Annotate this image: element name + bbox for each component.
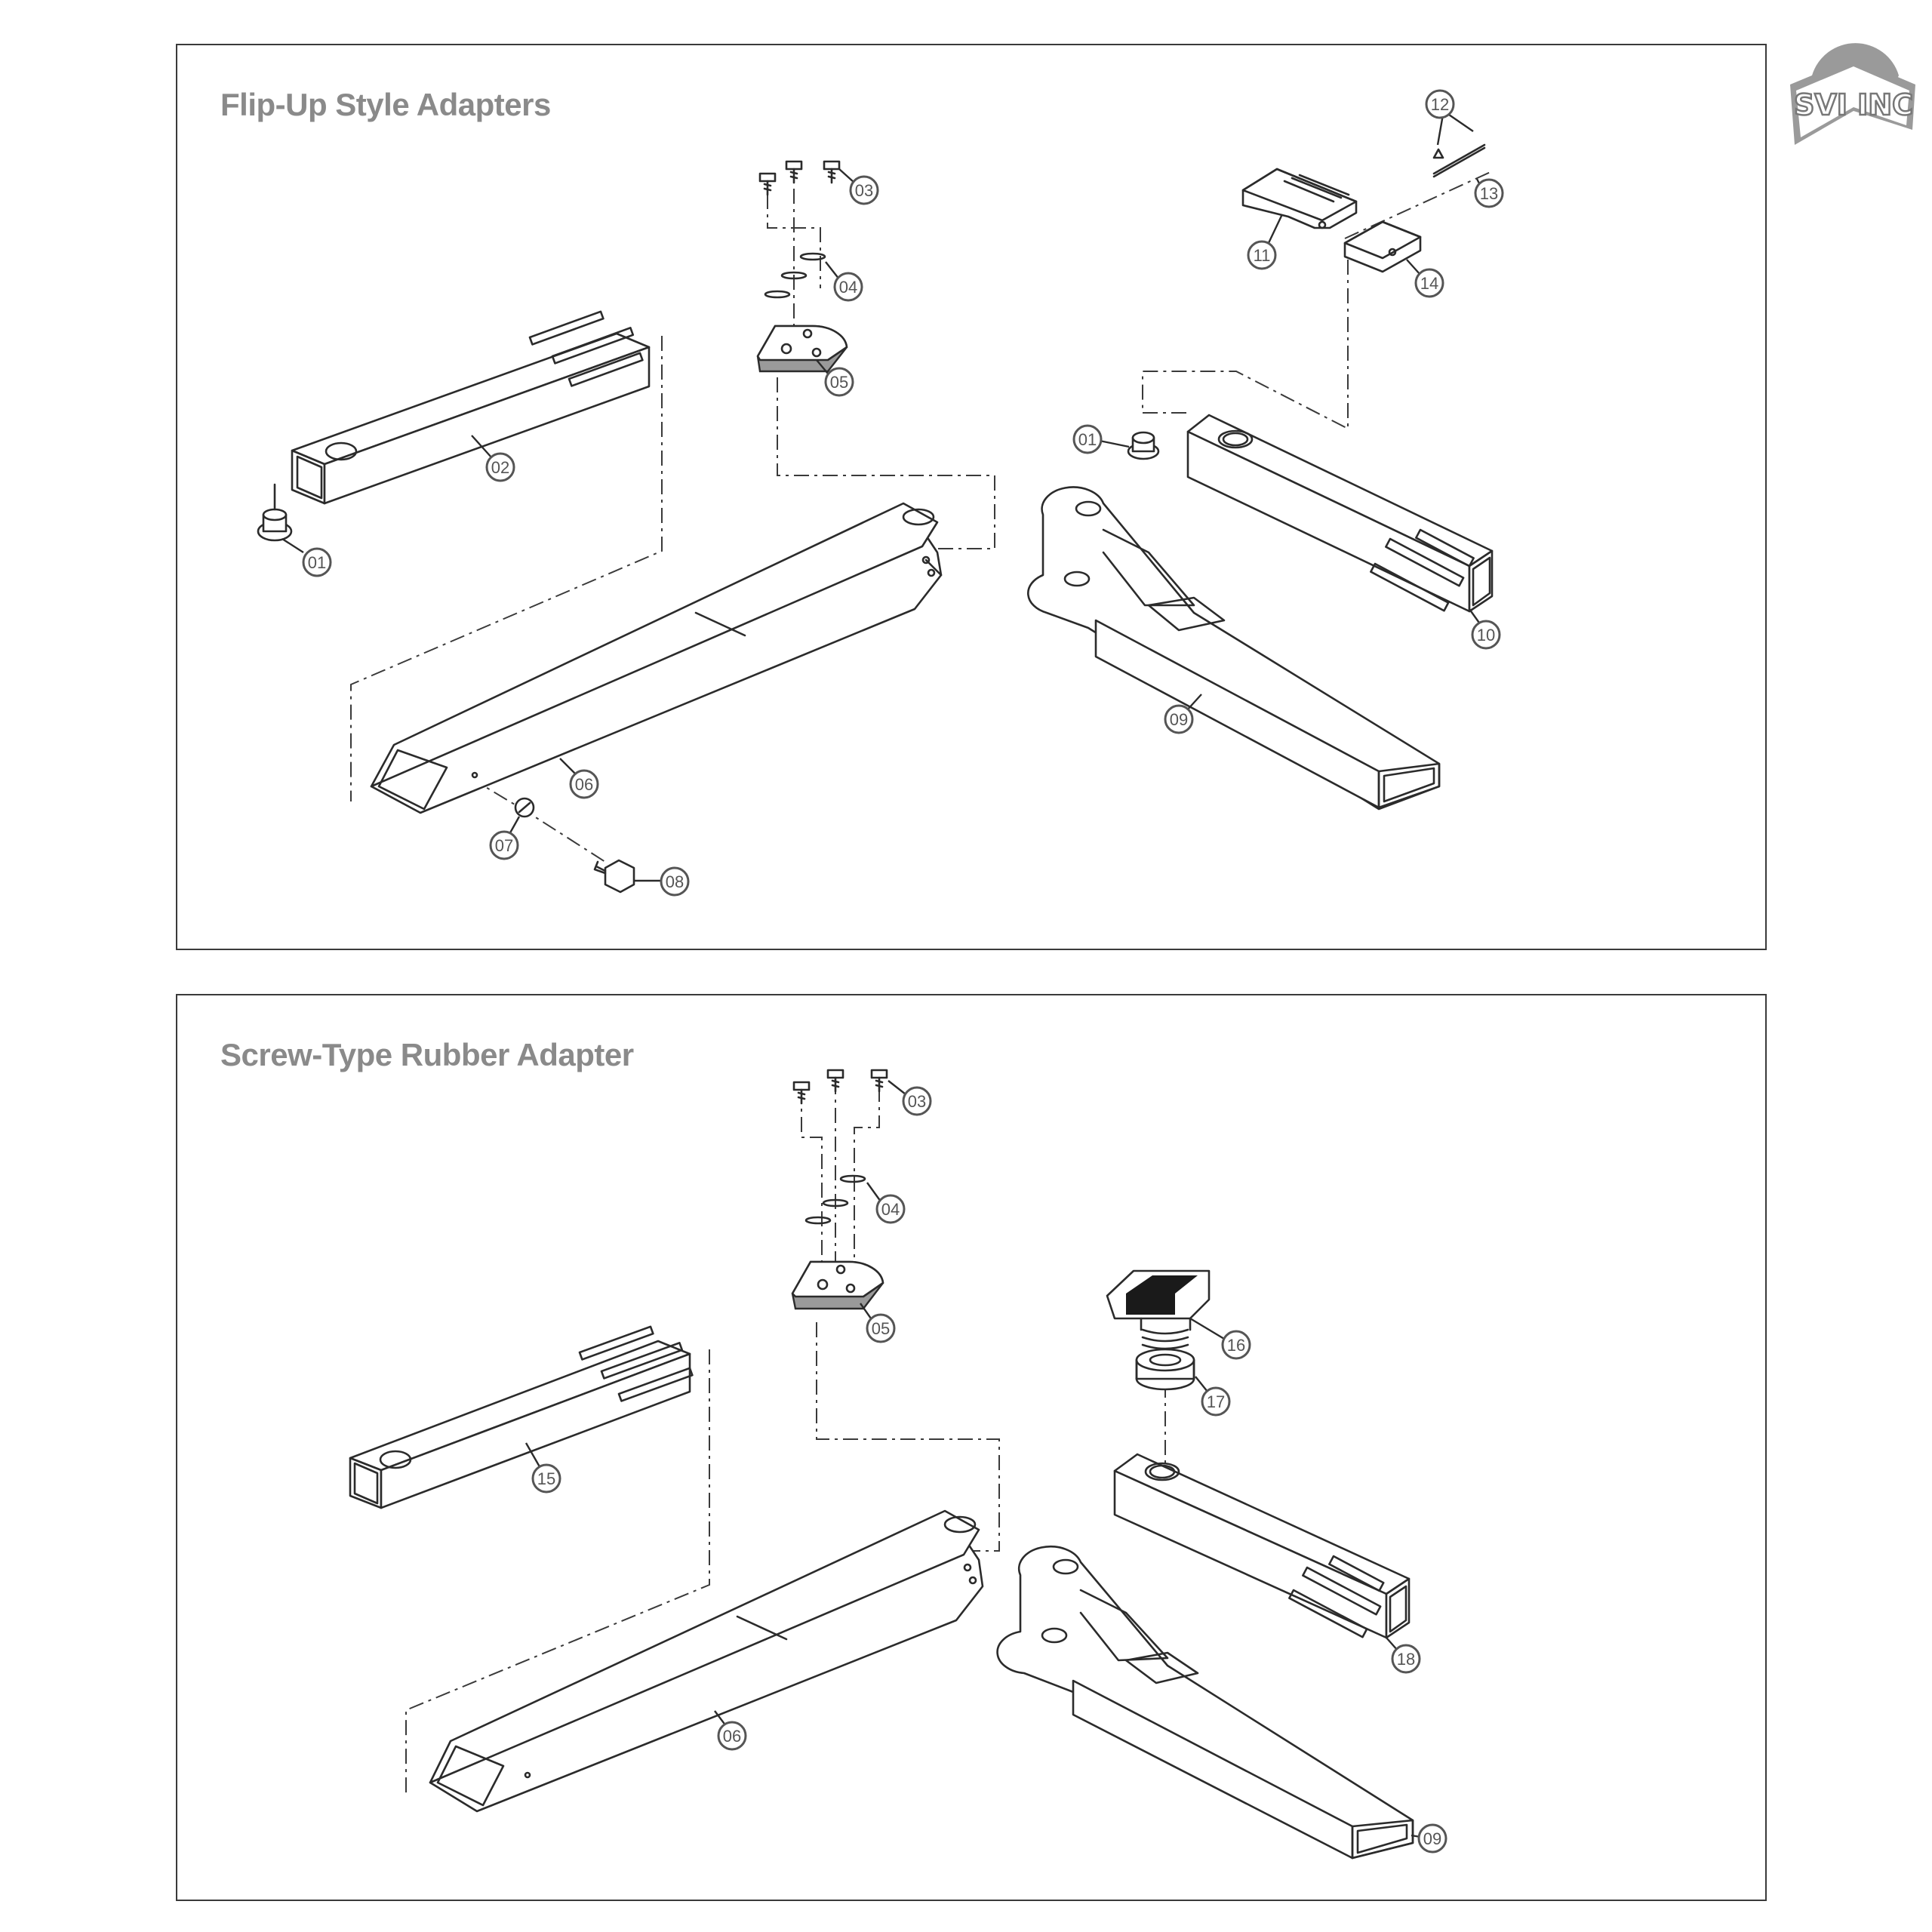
callout-02: 02 [471,435,515,482]
callout-06-top: 06 [559,758,599,799]
svg-text:17: 17 [1207,1392,1225,1411]
svg-text:18: 18 [1397,1650,1415,1669]
svg-text:04: 04 [839,278,857,297]
part-15-slide-tube [349,1325,694,1509]
part-11-bracket [1241,168,1358,229]
callout-11: 11 [1247,214,1284,270]
svg-text:04: 04 [881,1200,900,1219]
svg-text:06: 06 [723,1727,741,1746]
part-16-rubber-pad [1106,1269,1211,1350]
part-04-shims-bottom [804,1174,866,1225]
screw-type-exploded-diagram: 03 04 05 06 09 15 16 17 18 [349,1069,1447,1860]
svg-text:02: 02 [491,458,509,477]
svg-text:07: 07 [495,836,513,855]
part-10-slide-tube [1186,414,1494,613]
callout-12: 12 [1425,89,1474,146]
svg-text:09: 09 [1170,710,1188,729]
svg-text:15: 15 [537,1469,555,1488]
part-02-slide-tube [291,310,651,505]
logo-graphic: SVI INC [1790,43,1915,145]
panel-screw-type: Screw-Type Rubber Adapter [176,994,1767,1901]
svg-text:16: 16 [1227,1336,1245,1355]
part-07-washer [514,797,535,818]
svg-text:09: 09 [1423,1829,1441,1848]
callout-09-top: 09 [1164,694,1202,734]
callout-05-top: 05 [816,359,854,397]
svg-text:08: 08 [666,872,684,891]
callout-10: 10 [1469,608,1501,650]
part-09-arm-bottom [996,1545,1414,1860]
part-03-bolts [758,160,841,196]
svg-text:03: 03 [908,1092,926,1111]
panel-title: Flip-Up Style Adapters [220,87,551,122]
svg-text:10: 10 [1477,626,1495,645]
part-14-clip [1343,220,1422,273]
part-09-arm [1027,486,1441,811]
svg-text:06: 06 [575,775,593,794]
callout-14: 14 [1406,259,1444,298]
callout-08: 08 [634,866,690,897]
callout-03-top: 03 [838,168,879,205]
callout-04-top: 04 [825,261,863,302]
svi-logo: SVI INC [1786,39,1921,152]
part-01-pin-right [1127,431,1160,460]
svg-text:01: 01 [308,553,326,572]
callout-15: 15 [525,1442,561,1494]
part-01-pin [257,483,293,542]
logo-text: SVI INC [1794,88,1913,122]
svg-text:05: 05 [872,1319,890,1338]
part-08-screw [593,859,635,894]
part-12-13-pin [1432,143,1486,178]
panel-flip-up: Flip-Up Style Adapters [176,44,1767,950]
callout-03-bottom: 03 [888,1080,932,1116]
part-18-slide-tube [1113,1453,1411,1639]
part-06-arm [370,502,943,814]
part-05-fan-pad [756,325,848,373]
callout-06-bottom: 06 [714,1710,747,1751]
part-06-arm-bottom [429,1509,984,1813]
callout-04-bottom: 04 [866,1182,906,1224]
flip-up-exploded-diagram: 01 02 03 04 05 06 07 08 09 10 11 12 13 1… [257,89,1504,897]
svg-text:11: 11 [1254,246,1271,265]
svg-text:14: 14 [1420,274,1438,293]
part-05-fan-pad-bottom [791,1260,884,1310]
part-04-shims [764,252,826,299]
callout-18: 18 [1386,1637,1421,1674]
part-17-nut [1135,1348,1195,1391]
part-03-bolts-bottom [792,1069,888,1105]
callout-07: 07 [489,816,521,860]
svg-text:01: 01 [1078,430,1097,449]
svg-text:13: 13 [1480,184,1498,203]
panel-title: Screw-Type Rubber Adapter [220,1037,634,1072]
callout-01-left: 01 [281,537,332,577]
svg-text:05: 05 [830,373,848,392]
svg-text:12: 12 [1431,95,1449,114]
callout-17: 17 [1195,1376,1231,1417]
svg-text:03: 03 [855,181,873,200]
callout-09-bottom: 09 [1411,1823,1447,1854]
callout-05-bottom: 05 [860,1303,896,1343]
callout-01-right: 01 [1072,424,1130,454]
callout-13: 13 [1474,178,1504,208]
callout-16: 16 [1189,1317,1251,1360]
